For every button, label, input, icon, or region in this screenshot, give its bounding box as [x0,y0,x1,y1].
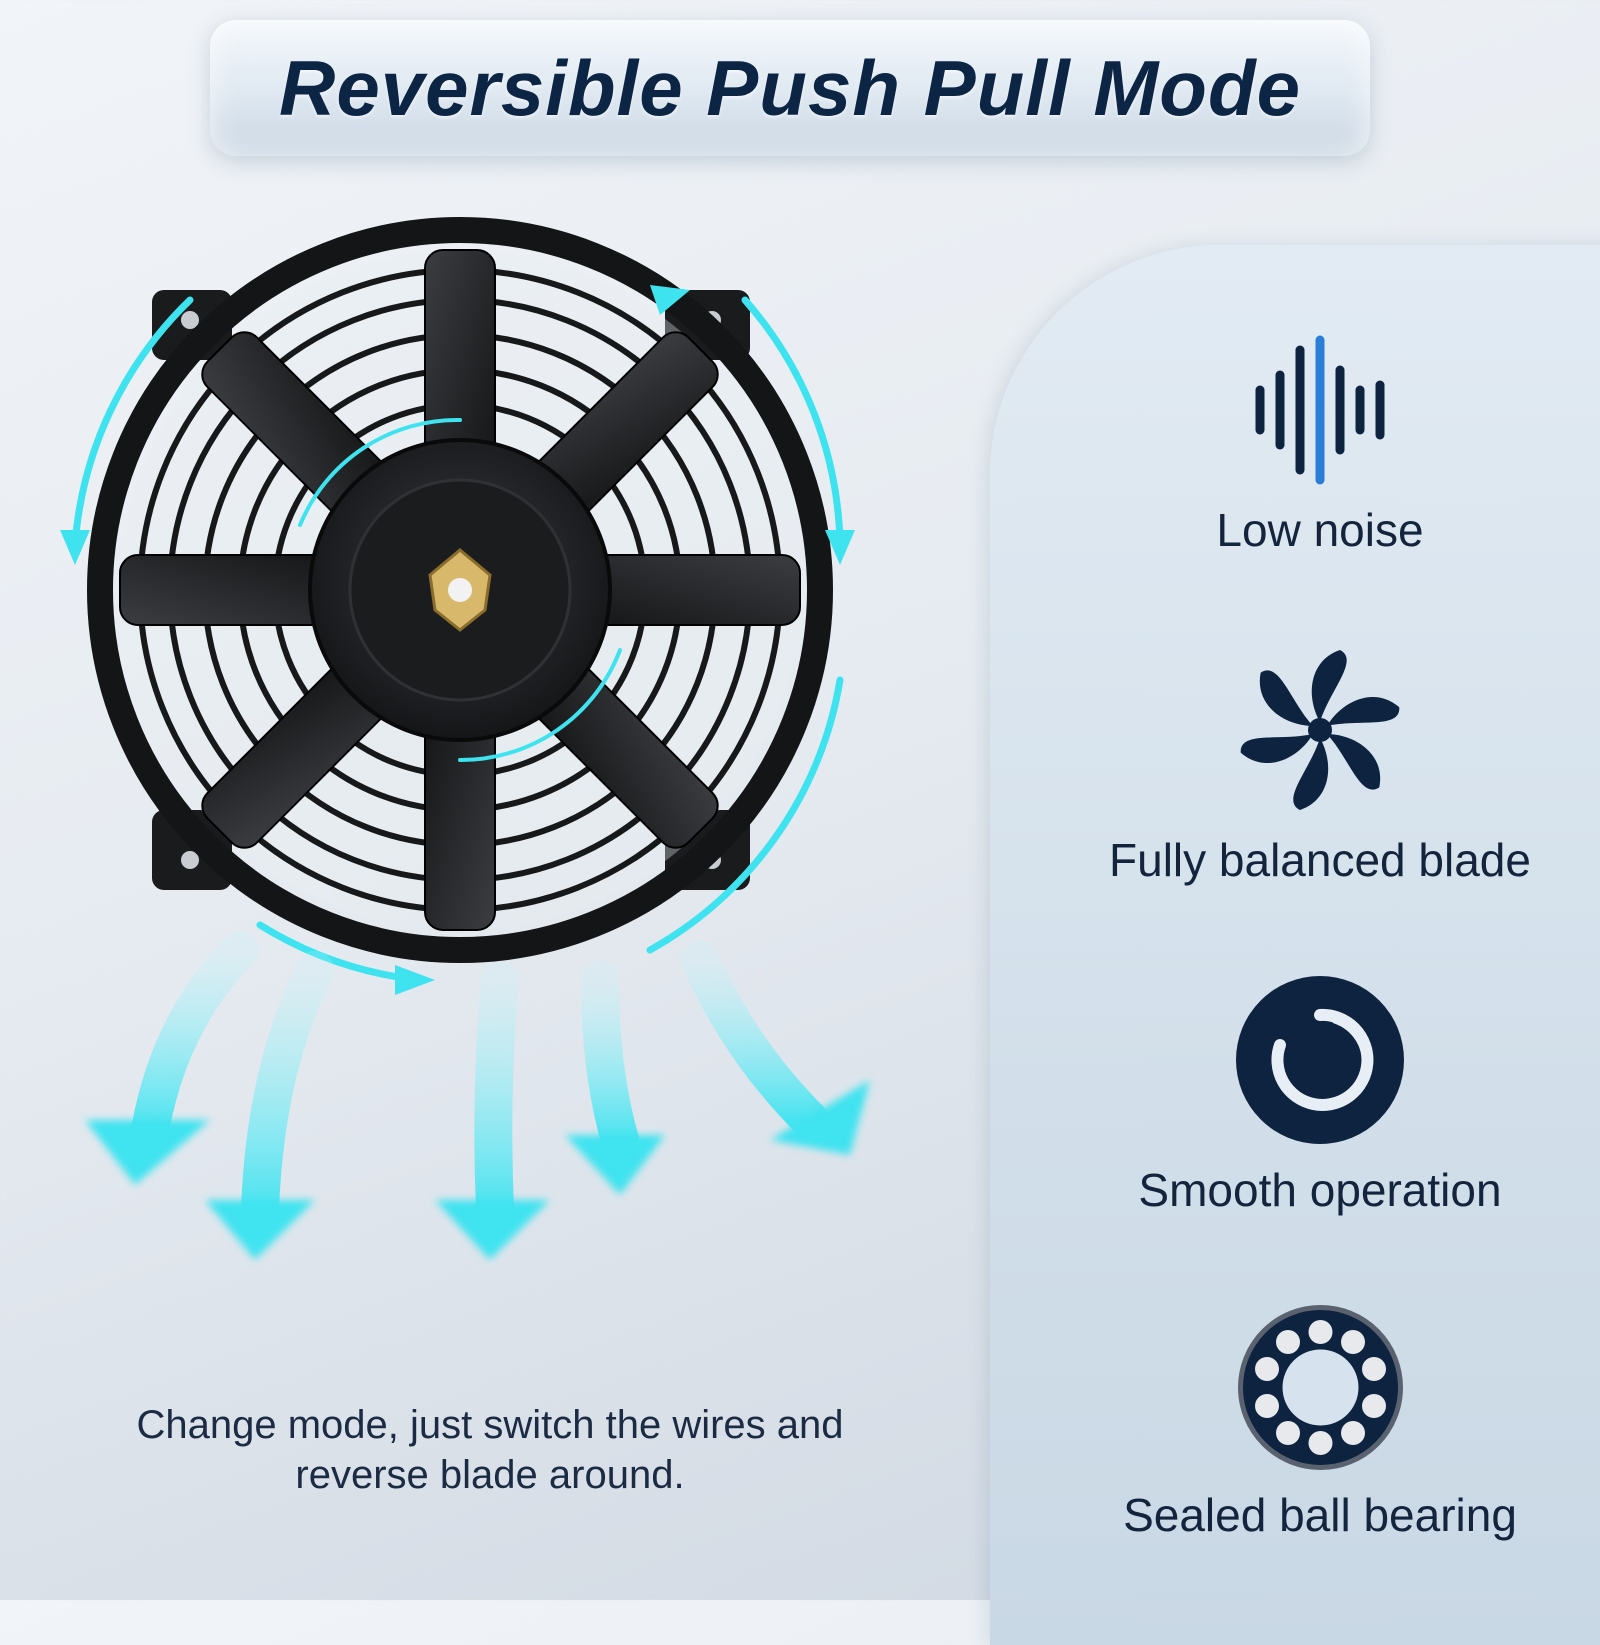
feature-low-noise: Low noise [1060,335,1580,557]
feature-label-low-noise: Low noise [1216,504,1424,556]
caption-line-1: Change mode, just switch the wires and [136,1403,844,1447]
airflow-arrowheads [85,1080,870,1260]
sound-wave-icon [1255,335,1385,485]
title-banner: Reversible Push Pull Mode [210,20,1370,156]
feature-ball-bearing: Sealed ball bearing [1060,1305,1580,1542]
cooling-fan-image [60,217,870,1260]
airflow-arrows [131,931,829,1229]
rotation-arrowheads [60,285,855,995]
feature-balanced-blade: Fully balanced blade [1060,645,1580,887]
fan-shroud [87,217,833,963]
caption-line-2: reverse blade around. [295,1453,685,1497]
feature-label-ball-bearing: Sealed ball bearing [1123,1489,1517,1541]
fan-illustration [40,190,920,1300]
mode-caption: Change mode, just switch the wires and r… [80,1400,900,1500]
smooth-rotation-icon [1236,976,1404,1144]
feature-smooth-operation: Smooth operation [1060,975,1580,1217]
feature-label-balanced-blade: Fully balanced blade [1109,834,1531,886]
feature-label-smooth-operation: Smooth operation [1138,1164,1502,1216]
fan-blade-icon [1240,650,1400,810]
page-title: Reversible Push Pull Mode [279,43,1301,132]
ball-bearing-icon [1237,1305,1403,1470]
